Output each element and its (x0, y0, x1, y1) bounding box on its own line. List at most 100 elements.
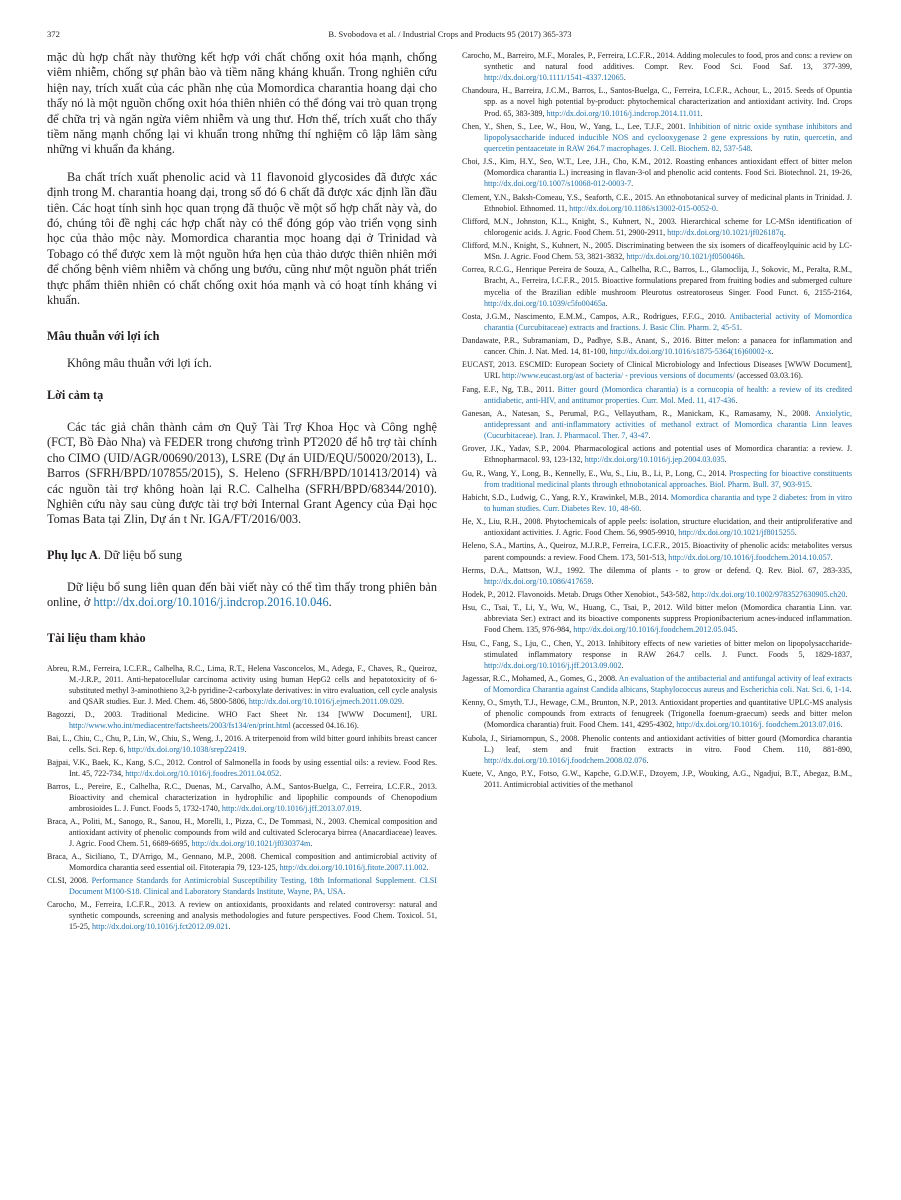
reference-link[interactable]: http://dx.doi.org/10.1039/c5fo00465a (484, 298, 606, 308)
reference-item: Dandawate, P.R., Subramaniam, D., Padhye… (462, 335, 852, 357)
appendix-text: Dữ liệu bổ sung liên quan đến bài viết n… (47, 580, 437, 611)
reference-text-end: . (279, 768, 282, 778)
reference-item: Correa, R.C.G., Henrique Pereira de Souz… (462, 264, 852, 308)
reference-link[interactable]: Inhibition of nitric oxide synthase inhi… (484, 121, 852, 153)
reference-item: Chen, Y., Shen, S., Lee, W., Hou, W., Ya… (462, 121, 852, 154)
reference-text: Choi, J.S., Kim, H.Y., Seo, W.T., Lee, J… (462, 157, 852, 178)
reference-text-end: . (724, 455, 727, 465)
reference-text-end: . (401, 696, 404, 706)
reference-text-end: . (845, 590, 848, 599)
reference-text-end: . (605, 298, 608, 308)
appendix-heading: Phụ lục A. Dữ liệu bổ sung (47, 548, 437, 563)
reference-text: Kubola, J., Siriamornpun, S., 2008. Phen… (462, 733, 852, 754)
reference-link[interactable]: http://www.eucast.org/ast of bacteria/ -… (501, 371, 735, 381)
reference-link[interactable]: Antibacterial activity of Momordica char… (484, 311, 852, 332)
reference-item: Clifford, M.N., Knight, S., Kuhnert, N.,… (462, 240, 852, 262)
reference-link[interactable]: http://dx.doi.org/10.1016/j.fct2012.09.0… (91, 922, 229, 931)
reference-link[interactable]: Momordica charantia and type 2 diabetes:… (484, 492, 852, 513)
reference-item: Bagozzi, D., 2003. Traditional Medicine.… (47, 709, 437, 731)
reference-text: Chandoura, H., Barreira, J.C.M., Barros,… (462, 86, 852, 118)
reference-text: Fang, E.F., Ng, T.B., 2011. (462, 384, 558, 394)
reference-text-end: . (740, 322, 743, 332)
reference-text: Heleno, S.A., Martins, A., Queiroz, M.J.… (462, 541, 852, 562)
appendix-link[interactable]: http://dx.doi.org/10.1016/j.indcrop.2016… (93, 595, 329, 610)
reference-item: Costa, J.G.M., Nascimento, E.M.M., Campo… (462, 311, 852, 333)
reference-link[interactable]: http://dx.doi.org/10.1016/j.foodres.2011… (125, 768, 280, 778)
appendix-text-end: . (328, 595, 332, 610)
reference-text-end: . (228, 922, 231, 931)
page-header: 372 B. Svobodova et al. / Industrial Cro… (47, 29, 853, 43)
reference-text-end: . (750, 143, 753, 153)
reference-link[interactable]: http://dx.doi.org/10.1021/jf030374m (191, 838, 311, 848)
reference-link[interactable]: http://dx.doi.org/10.1016/j.fitote.2007.… (279, 862, 427, 872)
reference-item: Choi, J.S., Kim, H.Y., Seo, W.T., Lee, J… (462, 156, 852, 189)
reference-item: Braca, A., Politi, M., Sanogo, R., Sanou… (47, 816, 437, 849)
reference-link[interactable]: http://dx.doi.org/10.1186/s13002-015-005… (569, 203, 716, 213)
reference-text: Jagessar, R.C., Mohamed, A., Gomes, G., … (462, 673, 619, 683)
reference-link[interactable]: http://dx.doi.org/10.1021/jf050046h (626, 252, 743, 262)
reference-text-end: . (310, 838, 313, 848)
reference-link[interactable]: http://dx.doi.org/10.1016/j.foodchem.201… (573, 625, 736, 635)
reference-link[interactable]: http://dx.doi.org/10.1016/j.jep.2004.03.… (584, 455, 725, 465)
reference-text: Hsu, C., Tsai, T., Li, Y., Wu, W., Huang… (462, 603, 852, 635)
reference-text: Carocho, M., Ferreira, I.C.F.R., 2013. A… (47, 899, 437, 931)
reference-text-end: . (809, 479, 812, 489)
reference-list-right: Carocho, M., Barreiro, M.F., Morales, P.… (462, 50, 852, 790)
reference-text-end: . (742, 252, 745, 262)
reference-link[interactable]: http://dx.doi.org/10.1002/9783527630905.… (691, 590, 846, 599)
reference-item: Grover, J.K., Yadav, S.P., 2004. Pharmac… (462, 443, 852, 465)
reference-item: Clifford, M.N., Johnston, K.L., Knight, … (462, 216, 852, 238)
reference-link[interactable]: http://dx.doi.org/10.1007/s10068-012-000… (484, 179, 632, 189)
reference-text: Ganesan, A., Natesan, S., Perumal, P.G.,… (462, 408, 816, 418)
reference-link[interactable]: http://dx.doi.org/10.1016/s1875-5364(16)… (609, 347, 772, 357)
reference-text: Dandawate, P.R., Subramaniam, D., Padhye… (462, 336, 852, 357)
body-paragraph-2: Ba chất trích xuất phenolic acid và 11 f… (47, 169, 437, 308)
reference-text: He, X., Liu, R.H., 2008. Phytochemicals … (462, 517, 852, 538)
reference-text-end: . (343, 886, 346, 896)
reference-item: CLSI, 2008. Performance Standards for An… (47, 875, 437, 897)
reference-link[interactable]: http://dx.doi.org/10.1016/j. foodchem.20… (676, 720, 841, 730)
reference-link[interactable]: http://dx.doi.org/10.1086/417659 (484, 576, 592, 586)
reference-item: He, X., Liu, R.H., 2008. Phytochemicals … (462, 516, 852, 538)
reference-text-end: . (621, 660, 624, 670)
reference-link[interactable]: http://dx.doi.org/10.1016/j.foodchem.201… (668, 552, 831, 562)
reference-link[interactable]: http://dx.doi.org/10.1016/j.jff.2013.09.… (484, 660, 622, 670)
reference-text: Clifford, M.N., Knight, S., Kuhnert, N.,… (462, 241, 852, 262)
reference-link[interactable]: http://www.who.int/mediacentre/factsheet… (69, 720, 291, 730)
reference-link[interactable]: http://dx.doi.org/10.1016/j.ejmech.2011.… (248, 696, 402, 706)
reference-text-end: (accessed 04.16.16). (290, 720, 359, 730)
reference-item: Kuete, V., Ango, P.Y., Fotso, G.W., Kapc… (462, 768, 852, 790)
reference-link[interactable]: http://dx.doi.org/10.1016/j.jff.2013.07.… (221, 803, 360, 813)
acknowledgement-text: Các tác giả chân thành cảm ơn Quỹ Tài Tr… (47, 419, 437, 527)
reference-text: Costa, J.G.M., Nascimento, E.M.M., Campo… (462, 311, 730, 321)
reference-text: Kuete, V., Ango, P.Y., Fotso, G.W., Kapc… (462, 768, 852, 790)
reference-link[interactable]: Prospecting for bioactive constituents f… (484, 468, 852, 489)
reference-link[interactable]: Bitter gourd (Momordica charantia) is a … (484, 384, 852, 405)
reference-text: Bagozzi, D., 2003. Traditional Medicine.… (47, 709, 437, 719)
reference-item: Braca, A., Siciliano, T., D'Arrigo, M., … (47, 851, 437, 873)
reference-item: Kubola, J., Siriamornpun, S., 2008. Phen… (462, 733, 852, 766)
reference-item: Heleno, S.A., Martins, A., Queiroz, M.J.… (462, 540, 852, 562)
reference-text-end: . (771, 347, 774, 357)
reference-link[interactable]: http://dx.doi.org/10.1038/srep22419 (127, 744, 245, 754)
reference-link[interactable]: http://dx.doi.org/10.1111/1541-4337.1206… (484, 73, 624, 83)
reference-link[interactable]: http://dx.doi.org/10.1016/j.indcrop.2014… (546, 108, 701, 118)
reference-link[interactable]: An evaluation of the antibacterial and a… (484, 673, 852, 695)
reference-link[interactable]: http://dx.doi.org/10.1021/jf8015255 (678, 528, 795, 538)
reference-item: Abreu, R.M., Ferreira, I.C.F.R., Calhelh… (47, 663, 437, 707)
reference-link[interactable]: Anxiolytic, antidepressant and anti-infl… (484, 408, 852, 441)
reference-link[interactable]: http://dx.doi.org/10.1016/j.foodchem.200… (484, 755, 647, 765)
reference-link[interactable]: Performance Standards for Antimicrobial … (69, 875, 437, 896)
reference-text-end: . (646, 755, 649, 765)
reference-text: Clifford, M.N., Johnston, K.L., Knight, … (462, 216, 852, 237)
reference-text-end: . (840, 720, 843, 730)
reference-text: Clement, Y.N., Baksh-Comeau, Y.S., Seafo… (462, 192, 852, 213)
appendix-text-body: Dữ liệu bổ sung liên quan đến bài viết n… (47, 579, 437, 610)
reference-text: Bai, L., Chiu, C., Chu, P., Lin, W., Chi… (47, 733, 437, 754)
reference-text: Gu, R., Wang, Y., Long, B., Kennelly, E.… (462, 468, 729, 478)
reference-item: Kenny, O., Smyth, T.J., Hewage, C.M., Br… (462, 697, 852, 730)
reference-link[interactable]: http://dx.doi.org/10.1021/jf026187q (667, 227, 784, 237)
reference-text: Carocho, M., Barreiro, M.F., Morales, P.… (462, 51, 852, 72)
reference-text-end: . (794, 528, 797, 538)
reference-text-end: . (426, 862, 429, 872)
